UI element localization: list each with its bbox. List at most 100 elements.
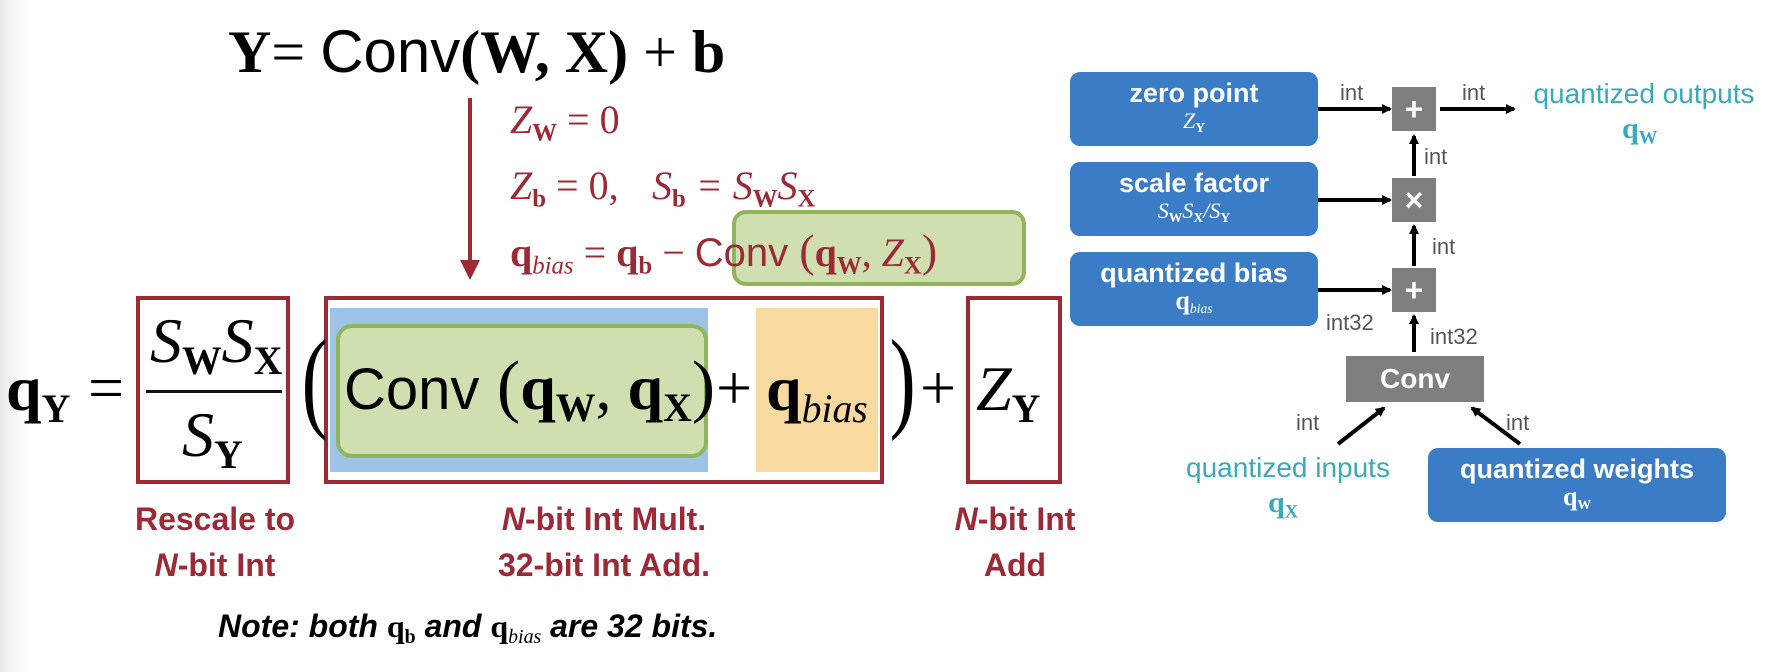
int-add-box — [966, 296, 1062, 484]
quantized-inputs-title: quantized inputs — [1186, 452, 1390, 483]
main-conv-close: ) — [691, 348, 716, 425]
int-mult-box — [324, 296, 884, 484]
edge-label-add-up-int: int — [1432, 234, 1456, 259]
arrow-inputs-to-conv — [1336, 406, 1386, 446]
main-lhs-q: q — [6, 353, 42, 424]
cond-zb-sub: b — [532, 185, 547, 213]
conv-green-highlight — [336, 324, 708, 458]
top-eq-equals: = — [271, 19, 321, 85]
cond-zw-rest: = 0 — [557, 97, 620, 142]
condition-qbias: qbias = qb − Conv (qW, ZX) — [510, 225, 938, 279]
edge-label-bias-int32: int32 — [1326, 310, 1374, 335]
scale-s1: S — [1157, 198, 1169, 223]
scale-sub2: X — [1193, 210, 1204, 226]
note-qb-sub: b — [404, 625, 416, 648]
quantized-weights-box: quantized weights qW — [1428, 448, 1726, 522]
scale-factor-box: scale factor SWSX/SY — [1070, 162, 1318, 236]
arrow-weights-to-conv — [1470, 406, 1522, 446]
fraction-denominator: SY — [182, 399, 243, 475]
main-equals: = — [88, 352, 125, 423]
label-int-add-line2: Add — [983, 547, 1047, 583]
main-conv-q1: q — [520, 352, 556, 423]
top-eq-conv: Conv — [320, 18, 461, 85]
main-bias-term: qbias — [766, 353, 868, 429]
quantized-outputs-title: quantized outputs — [1533, 78, 1755, 109]
add-op-mid: + — [1392, 268, 1436, 312]
den-s: S — [182, 399, 214, 470]
num-s1-sub: W — [182, 338, 222, 383]
cond-qbias-arg-q: q — [814, 230, 837, 275]
quantized-bias-title: quantized bias — [1100, 258, 1288, 288]
cond-sb-s3: S — [777, 163, 798, 208]
main-plus-2: + — [920, 352, 957, 423]
cond-zw-sub: W — [532, 119, 558, 147]
fraction-numerator: SWSX — [150, 308, 282, 381]
label-rescale-line2: N-bit Int — [110, 542, 320, 588]
main-conv-word: Conv — [344, 357, 480, 422]
note-qb: q — [386, 608, 405, 644]
main-conv-open: ( — [496, 348, 521, 425]
cond-qbias-qb: q — [616, 230, 639, 275]
label-rescale-rest: -bit Int — [177, 547, 276, 583]
note-qbias: q — [490, 608, 509, 644]
note-prefix: Note: both — [218, 608, 387, 644]
edge-label-zp-int: int — [1340, 80, 1364, 105]
bits-note: Note: both qb and qbias are 32 bits. — [218, 608, 717, 648]
mul-op: × — [1392, 178, 1436, 222]
main-bias-q: q — [766, 353, 802, 424]
main-conv-q2: q — [627, 352, 664, 423]
top-eq-y: Y — [228, 19, 272, 85]
note-qbias-sub: bias — [508, 625, 542, 648]
cond-qbias-conv: Conv — [694, 231, 789, 275]
label-rescale: Rescale to N-bit Int — [110, 496, 320, 588]
cond-sb-sub2: W — [752, 185, 778, 213]
zero-point-box: zero point ZY — [1070, 72, 1318, 146]
cond-zb-rest: = 0, — [546, 163, 619, 208]
label-int-add: N-bit Int Add — [930, 496, 1100, 588]
qoutputs-sub: W — [1638, 127, 1658, 149]
fraction-line — [146, 390, 282, 393]
quantized-inputs-symbol: qX — [1268, 486, 1298, 521]
cond-qbias-qb-sub: b — [638, 252, 653, 280]
bias-orange-highlight — [756, 308, 878, 472]
edge-label-out-int: int — [1462, 80, 1486, 105]
label-int-add-line1: N-bit Int — [930, 496, 1100, 542]
label-mult-n: N — [501, 501, 525, 537]
label-add-rest: -bit Int — [977, 501, 1076, 537]
cond-qbias-close: ) — [921, 225, 938, 276]
den-sub: Y — [214, 432, 243, 477]
cond-qbias-sub: bias — [532, 252, 574, 280]
cond-sb-sub3: X — [797, 185, 816, 213]
qbias-q: q — [1175, 286, 1190, 315]
red-down-arrow-head — [460, 260, 480, 280]
cond-qbias-minus: − — [652, 230, 695, 275]
top-eq-plus: + — [628, 19, 692, 85]
label-int-mult-line2: 32-bit Int Add. — [497, 547, 711, 583]
main-zy: ZY — [976, 356, 1040, 429]
quantized-bias-symbol: qbias — [1070, 286, 1318, 316]
quantized-weights-symbol: qW — [1428, 484, 1726, 512]
main-lhs-sub: Y — [41, 386, 71, 431]
main-plus-1: + — [716, 352, 753, 423]
scale-sub1: W — [1168, 210, 1183, 226]
scale-slash: /S — [1203, 198, 1221, 223]
cond-sb-s: S — [651, 163, 672, 208]
quantized-outputs-symbol: qW — [1622, 112, 1658, 149]
condition-zb-sb: Zb = 0, Sb = SWSX — [510, 163, 815, 212]
condition-zw: ZW = 0 — [510, 97, 620, 146]
cond-qbias-q: q — [510, 230, 533, 275]
edge-label-in-int: int — [1296, 410, 1320, 435]
cond-sb-sub: b — [671, 185, 686, 213]
main-conv-q1-sub: W — [555, 385, 596, 430]
main-lhs: qY — [6, 353, 70, 429]
top-eq-args: (W, X) — [460, 19, 629, 85]
label-rescale-n: N — [154, 547, 178, 583]
scale-factor-title: scale factor — [1118, 168, 1270, 198]
zero-point-sub: Y — [1195, 120, 1206, 136]
num-s2-sub: X — [253, 338, 283, 383]
qbias-conv-highlight — [732, 210, 1026, 286]
top-eq-b: b — [691, 19, 726, 85]
conv-op-box: Conv — [1346, 356, 1484, 402]
